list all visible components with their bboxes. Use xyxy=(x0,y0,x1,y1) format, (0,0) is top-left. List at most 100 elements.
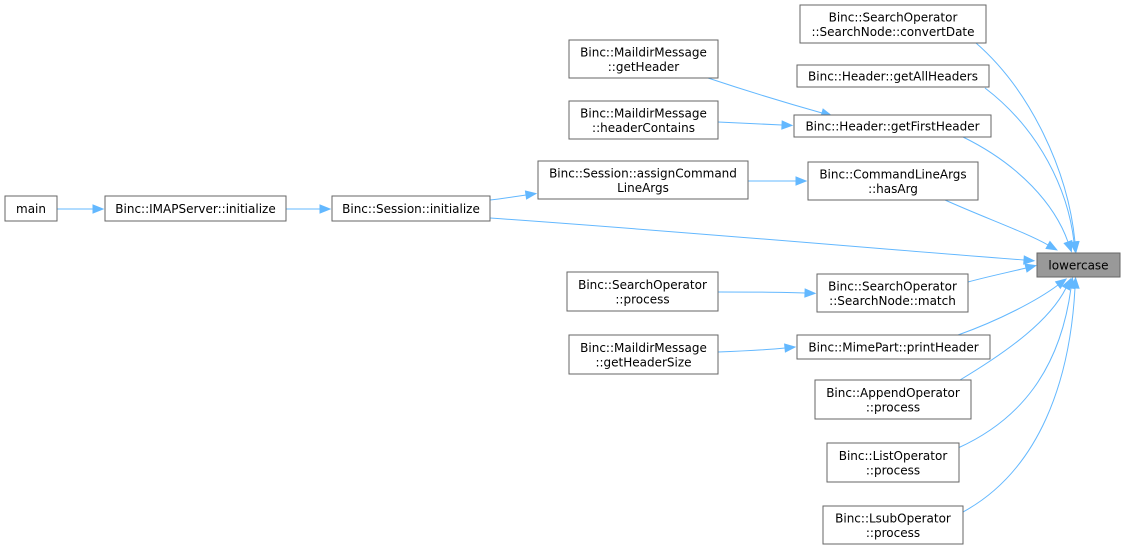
node-box xyxy=(796,334,991,360)
node-box xyxy=(807,161,979,201)
edge-line xyxy=(962,136,1069,243)
node-label-line: lowercase xyxy=(1048,259,1108,273)
arrowhead xyxy=(524,190,538,200)
node-getHeaderSize[interactable]: Binc::MaildirMessage::getHeaderSize xyxy=(568,334,719,375)
node-convertDate[interactable]: Binc::SearchOperator::SearchNode::conver… xyxy=(799,4,987,44)
edge-imapInit-to-sessionInit xyxy=(286,204,332,214)
node-label-line: Binc::SearchOperator xyxy=(829,10,958,24)
edge-headerContains-to-getFirstHeader xyxy=(717,120,794,130)
node-lsubProcess[interactable]: Binc::LsubOperator::process xyxy=(822,505,964,545)
node-label-line: Binc::MaildirMessage xyxy=(580,45,707,59)
edge-line xyxy=(967,267,1027,283)
arrowhead xyxy=(795,176,808,186)
node-label-line: ::getHeader xyxy=(608,60,680,74)
node-label-line: ::process xyxy=(866,463,920,477)
arrowhead xyxy=(1063,239,1073,253)
node-box xyxy=(799,4,987,44)
node-appendProcess[interactable]: Binc::AppendOperator::process xyxy=(814,379,972,420)
edge-line xyxy=(717,347,786,353)
edge-line xyxy=(707,77,823,114)
node-box xyxy=(104,195,287,222)
edge-appendProcess-to-lowercase xyxy=(959,277,1072,381)
node-lowercase[interactable]: lowercase xyxy=(1036,252,1121,278)
node-label-line: Binc::SearchOperator xyxy=(578,278,707,292)
edge-sessionInit-to-lowercase xyxy=(489,217,1036,265)
arrowhead xyxy=(784,343,797,353)
node-listProcess[interactable]: Binc::ListOperator::process xyxy=(826,442,960,483)
edge-line xyxy=(489,194,527,201)
edge-assignArgs-to-hasArg xyxy=(747,176,808,186)
node-label-line: LineArgs xyxy=(617,181,669,195)
node-box xyxy=(568,100,719,140)
edge-printHeader-to-lowercase xyxy=(957,278,1068,336)
node-match[interactable]: Binc::SearchOperator::SearchNode::match xyxy=(816,273,969,313)
node-getAllHeaders[interactable]: Binc::Header::getAllHeaders xyxy=(796,64,990,88)
node-label-line: ::getHeaderSize xyxy=(595,355,691,369)
node-box xyxy=(1036,252,1121,278)
node-box xyxy=(568,39,719,79)
node-sessionInit[interactable]: Binc::Session::initialize xyxy=(331,195,491,222)
edge-line xyxy=(957,284,1059,336)
arrowhead xyxy=(804,288,817,298)
edge-match-to-lowercase xyxy=(967,263,1038,283)
edges-layer xyxy=(57,42,1080,513)
arrowhead xyxy=(1070,276,1080,289)
node-label-line: Binc::ListOperator xyxy=(839,449,948,463)
arrowhead xyxy=(92,204,105,214)
node-getHeader[interactable]: Binc::MaildirMessage::getHeader xyxy=(568,39,719,79)
node-label-line: Binc::IMAPServer::initialize xyxy=(115,202,275,216)
node-label-line: ::SearchNode::convertDate xyxy=(811,25,974,39)
node-box xyxy=(331,195,491,222)
node-label-line: ::SearchNode::match xyxy=(829,294,956,308)
node-main[interactable]: main xyxy=(4,195,58,222)
node-box xyxy=(537,160,749,200)
arrowhead xyxy=(781,120,794,130)
node-box xyxy=(822,505,964,545)
node-label-line: ::process xyxy=(866,526,920,540)
node-label-line: ::hasArg xyxy=(868,182,918,196)
node-label-line: Binc::CommandLineArgs xyxy=(819,167,966,181)
node-label-line: ::headerContains xyxy=(592,121,695,135)
node-hasArg[interactable]: Binc::CommandLineArgs::hasArg xyxy=(807,161,979,201)
edge-main-to-imapInit xyxy=(57,204,105,214)
node-label-line: ::process xyxy=(615,292,669,306)
edge-line xyxy=(962,287,1076,513)
node-headerContains[interactable]: Binc::MaildirMessage::headerContains xyxy=(568,100,719,140)
node-label-line: Binc::Session::assignCommand xyxy=(549,166,737,180)
arrowhead xyxy=(319,204,332,214)
edge-line xyxy=(717,121,783,126)
node-printHeader[interactable]: Binc::MimePart::printHeader xyxy=(796,334,991,360)
node-label-line: Binc::Session::initialize xyxy=(342,202,480,216)
node-box xyxy=(814,379,972,420)
node-label-line: Binc::Header::getAllHeaders xyxy=(808,70,978,84)
edge-line xyxy=(944,199,1049,246)
node-label-line: ::process xyxy=(866,400,920,414)
arrowhead xyxy=(1024,263,1038,273)
edge-getFirstHeader-to-lowercase xyxy=(962,136,1073,253)
node-box xyxy=(4,195,58,222)
arrowhead xyxy=(1023,255,1036,265)
edge-sessionInit-to-assignArgs xyxy=(489,190,538,201)
arrowhead xyxy=(1054,278,1068,290)
node-box xyxy=(793,114,992,138)
edge-searchProcess-to-match xyxy=(717,288,817,298)
edge-hasArg-to-lowercase xyxy=(944,199,1058,251)
arrowhead xyxy=(1045,240,1058,251)
edge-getAllHeaders-to-lowercase xyxy=(984,87,1079,254)
node-getFirstHeader[interactable]: Binc::Header::getFirstHeader xyxy=(793,114,992,138)
node-label-line: Binc::MimePart::printHeader xyxy=(808,341,978,355)
node-label-line: Binc::LsubOperator xyxy=(835,511,951,525)
node-label-line: Binc::SearchOperator xyxy=(828,279,957,293)
edge-line xyxy=(717,291,806,294)
node-searchProcess[interactable]: Binc::SearchOperator::process xyxy=(566,271,719,312)
node-box xyxy=(796,64,990,88)
node-imapInit[interactable]: Binc::IMAPServer::initialize xyxy=(104,195,287,222)
node-label-line: Binc::MaildirMessage xyxy=(580,106,707,120)
edge-listProcess-to-lowercase xyxy=(957,276,1076,449)
nodes-layer: lowercaseBinc::SearchOperator::SearchNod… xyxy=(4,4,1121,545)
edge-line xyxy=(959,287,1067,381)
node-label-line: Binc::AppendOperator xyxy=(826,386,960,400)
edge-lsubProcess-to-lowercase xyxy=(962,276,1080,513)
